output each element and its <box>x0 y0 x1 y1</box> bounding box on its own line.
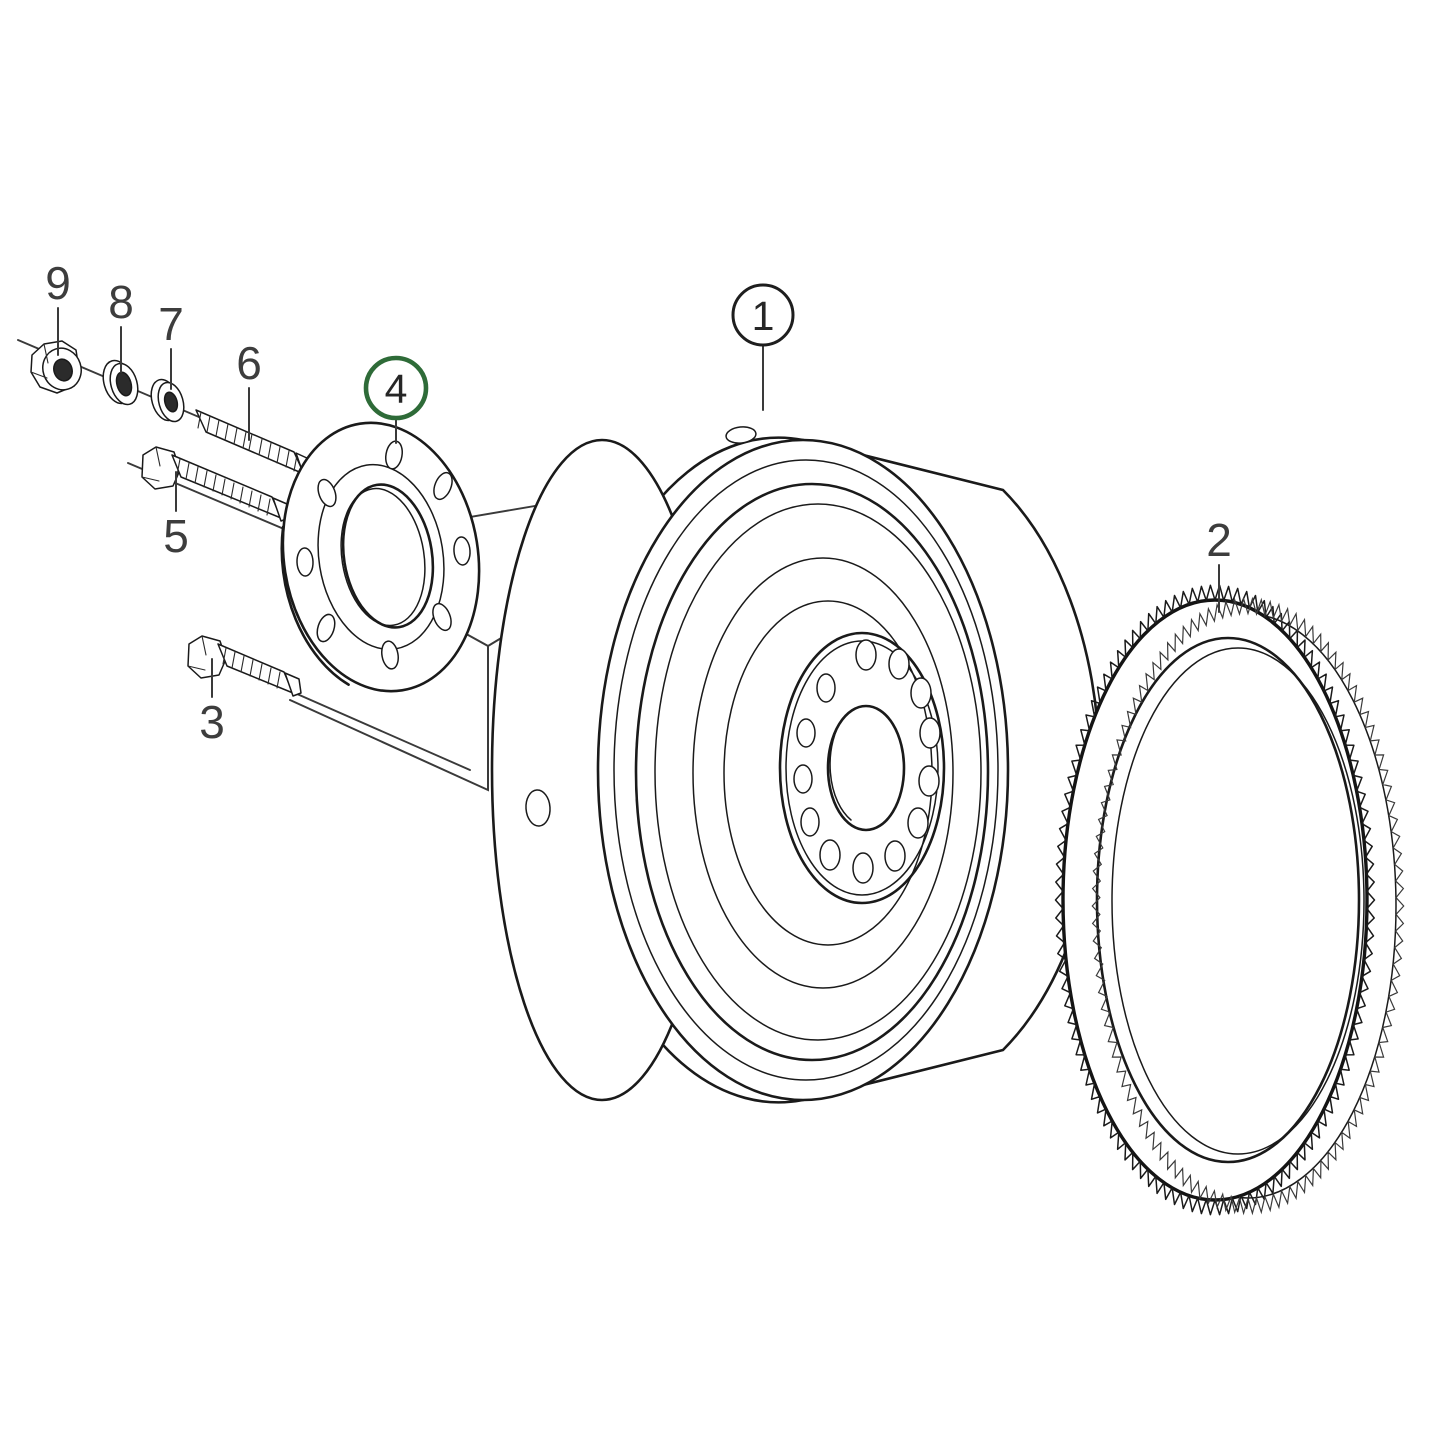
flywheel-hub-hole <box>919 717 941 749</box>
stud-bolt-thread-right <box>258 438 298 472</box>
label-5-number: 5 <box>163 510 189 562</box>
label-6-number: 6 <box>236 337 262 389</box>
flywheel-center-bore <box>826 704 906 832</box>
ring-gear-rear-tooth-profile <box>1091 596 1405 1216</box>
flange-bolt-hole <box>296 547 314 577</box>
hex-bolt-lower-part <box>187 635 302 697</box>
label-8-number: 8 <box>108 276 134 328</box>
spring-washer-part <box>102 359 139 406</box>
callout-group: 1 4 <box>363 283 795 444</box>
lock-nut-facet-lines <box>30 343 49 379</box>
flywheel-hub-hole <box>796 718 816 748</box>
ring-gear-inner-circle <box>1095 636 1361 1164</box>
lock-nut-bore <box>53 358 73 382</box>
part-label-6[interactable]: 6 <box>236 337 262 441</box>
flywheel-part <box>490 426 1101 1104</box>
flywheel-hub-hole <box>918 765 940 797</box>
flywheel-hub-hole <box>819 839 841 871</box>
part-label-group: 9 8 7 6 5 3 2 <box>45 257 1232 748</box>
hex-bolt-lower-threads <box>222 647 281 689</box>
flywheel-ring-4 <box>692 557 954 989</box>
flywheel-hub-hole <box>910 677 932 709</box>
flywheel-hub-hole <box>888 648 910 680</box>
label-3-number: 3 <box>199 696 225 748</box>
axis-line-fastener-lower <box>287 689 471 771</box>
hex-bolt-lower-head-facets <box>187 635 207 671</box>
hex-bolt-lower-tip <box>284 672 302 697</box>
ring-gear-tooth-profile <box>1054 584 1376 1216</box>
flywheel-hub-hole <box>855 639 877 671</box>
flat-washer-part <box>150 378 185 423</box>
part-label-5[interactable]: 5 <box>163 471 189 562</box>
flange-bolt-hole <box>317 478 337 508</box>
flange-bolt-hole <box>316 613 336 643</box>
flywheel-hub-hole <box>884 840 906 872</box>
callout-1-number: 1 <box>752 293 775 339</box>
stud-bolt-part <box>195 409 312 477</box>
flange-edge-thickness <box>280 525 350 686</box>
hex-bolt-lower-head <box>187 635 227 679</box>
flange-bolt-hole <box>432 602 452 632</box>
hex-bolt-upper-threads <box>176 458 271 516</box>
ring-gear-inner-bevel <box>1111 647 1365 1155</box>
part-label-9[interactable]: 9 <box>45 257 71 356</box>
flywheel-hub-hole-group <box>793 639 941 884</box>
callout-1[interactable]: 1 <box>731 283 795 411</box>
part-label-7[interactable]: 7 <box>158 298 184 390</box>
flywheel-hub-hole <box>800 807 820 837</box>
flywheel-hub-hole <box>907 807 929 839</box>
flywheel-hub-hole <box>816 673 836 703</box>
flange-boss-raised <box>341 483 435 629</box>
hex-bolt-upper-head-facets <box>141 446 161 482</box>
part-label-8[interactable]: 8 <box>108 276 134 373</box>
part-label-2[interactable]: 2 <box>1206 514 1232 613</box>
hex-bolt-upper-head <box>141 446 181 490</box>
ring-gear-teeth-group <box>1054 584 1376 1216</box>
flange-bolt-hole-group <box>296 440 471 670</box>
callout-4[interactable]: 4 <box>363 355 429 444</box>
flywheel-hub-hole <box>852 852 874 884</box>
flange-bolt-hole <box>433 471 453 501</box>
part-label-3[interactable]: 3 <box>199 658 225 748</box>
callout-4-number: 4 <box>385 366 408 412</box>
flywheel-bore-thickness <box>829 717 852 821</box>
stud-bolt-thread-left <box>197 411 247 449</box>
stud-bolt-midline <box>248 433 253 451</box>
label-2-number: 2 <box>1206 514 1232 566</box>
flywheel-ring-1 <box>613 459 999 1081</box>
ring-gear-rear-teeth-group <box>1091 596 1405 1216</box>
flange-bolt-hole <box>453 536 471 566</box>
flywheel-hub-plate <box>778 631 946 905</box>
callout-4-circle-highlighted[interactable] <box>363 355 429 421</box>
flywheel-ring-2 <box>634 482 990 1062</box>
flange-bolt-hole <box>381 640 399 670</box>
callout-1-circle[interactable] <box>731 283 795 347</box>
ring-gear-part <box>1054 584 1405 1216</box>
flange-center-bore <box>340 487 426 627</box>
label-9-number: 9 <box>45 257 71 309</box>
flywheel-rim-hole-top <box>725 426 757 444</box>
flywheel-ring-3 <box>654 503 982 1041</box>
flat-washer-bore <box>163 391 179 413</box>
flywheel-hub-hole <box>793 764 813 794</box>
lock-nut-part <box>30 340 82 394</box>
flange-adapter-plate-part <box>280 421 481 693</box>
flywheel-rim-hole-left <box>525 789 551 827</box>
label-7-number: 7 <box>158 298 184 350</box>
hex-bolt-upper-part <box>141 446 290 522</box>
